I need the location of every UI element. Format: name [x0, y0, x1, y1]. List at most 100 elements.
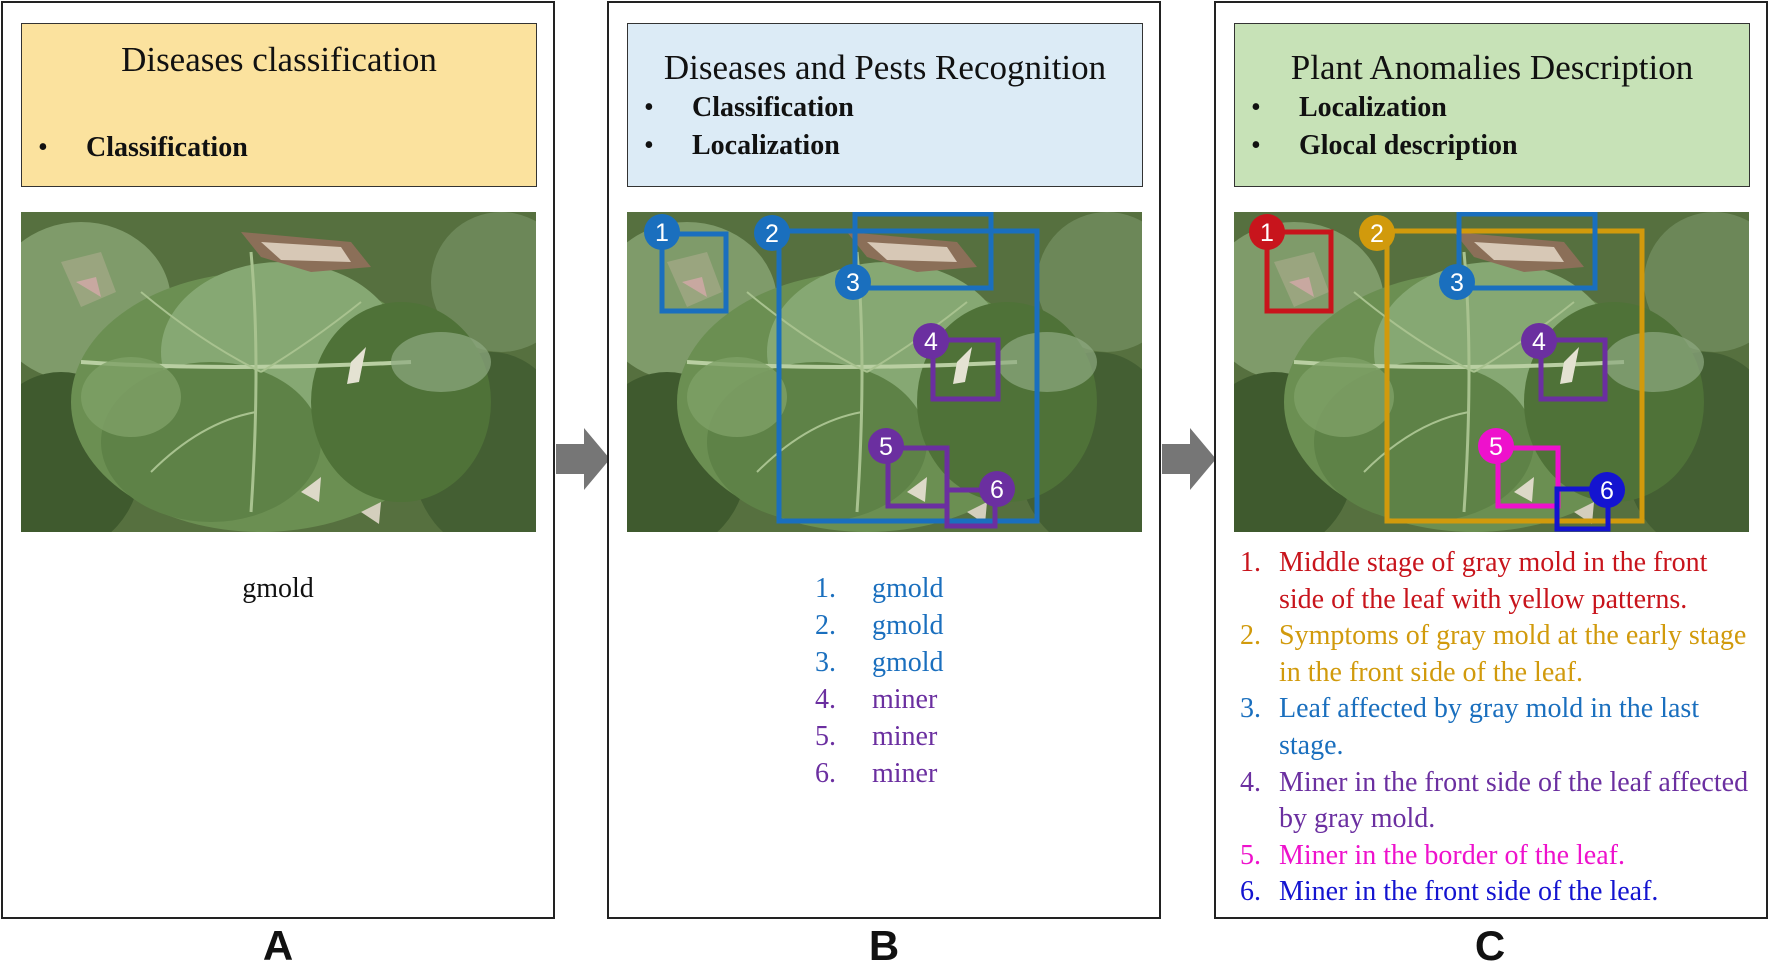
description-item: 5. Miner in the border of the leaf. — [1240, 838, 1756, 875]
description-box-6 — [1554, 486, 1611, 532]
panel-b: Diseases and Pests Recognition • Classif… — [607, 1, 1161, 919]
panel-c: Plant Anomalies Description • Localizati… — [1214, 1, 1768, 919]
panel-b-bullet-1: • Classification — [644, 92, 854, 124]
panel-c-label: C — [1474, 922, 1506, 969]
box-number-2: 2 — [765, 220, 779, 248]
box-number-6: 6 — [1600, 477, 1614, 505]
box-badge-2 — [1359, 215, 1395, 251]
list-number: 1. — [815, 573, 836, 604]
box-badge-5 — [868, 428, 904, 464]
description-box-3 — [1456, 212, 1598, 291]
description-box-4 — [1538, 337, 1608, 402]
description-number: 4. — [1240, 766, 1261, 798]
bullet-dot: • — [644, 92, 654, 123]
list-number: 2. — [815, 610, 836, 641]
description-item: 1. Middle stage of gray mold in the fron… — [1240, 545, 1756, 618]
panel-a-label: A — [262, 922, 294, 969]
description-box-2 — [1384, 228, 1645, 524]
description-item: 6. Miner in the front side of the leaf. — [1240, 874, 1756, 911]
panel-c-bullet-2: • Glocal description — [1251, 130, 1518, 162]
panel-b-class-list: 1. gmold 2. gmold 3. gmold 4. miner 5. m… — [815, 570, 1015, 800]
bullet-dot: • — [644, 130, 654, 161]
box-badge-6 — [1589, 472, 1625, 508]
box-number-4: 4 — [924, 328, 938, 356]
list-text: gmold — [872, 647, 944, 678]
box-badge-1 — [1249, 214, 1285, 250]
description-text: Miner in the border of the leaf. — [1279, 839, 1625, 871]
detection-box-1 — [659, 231, 729, 314]
description-item: 4. Miner in the front side of the leaf a… — [1240, 765, 1756, 838]
panel-c-header: Plant Anomalies Description • Localizati… — [1234, 23, 1750, 187]
detection-box-4 — [930, 337, 1001, 402]
panel-b-header: Diseases and Pests Recognition • Classif… — [627, 23, 1143, 187]
bullet-dot: • — [1251, 92, 1261, 123]
bullet-dot: • — [38, 132, 48, 163]
panel-a-title: Diseases classification — [121, 40, 437, 79]
panel-a-photo — [21, 212, 536, 532]
detection-box-6 — [944, 487, 998, 529]
detection-box-5 — [885, 445, 950, 509]
box-badge-3 — [1439, 264, 1475, 300]
list-text: miner — [872, 684, 938, 715]
list-text: gmold — [872, 610, 944, 641]
description-text: Symptoms of gray mold at the early stage… — [1279, 620, 1747, 688]
description-item: 3. Leaf affected by gray mold in the las… — [1240, 691, 1756, 764]
arrow-b-to-c-icon — [1162, 428, 1216, 490]
box-number-5: 5 — [879, 433, 893, 461]
box-badge-6 — [979, 471, 1015, 507]
leaf-photo: 1 2 3 4 5 6 — [1234, 212, 1749, 532]
description-number: 1. — [1240, 547, 1261, 578]
description-number: 2. — [1240, 620, 1261, 652]
bullet-label: Glocal description — [1299, 130, 1518, 161]
panel-b-bullet-2: • Localization — [644, 130, 840, 162]
box-number-2: 2 — [1370, 220, 1384, 248]
description-text: Middle stage of gray mold in the front s… — [1279, 547, 1708, 615]
panel-a-bullet-1: • Classification — [38, 132, 248, 164]
leaf-photo — [21, 212, 536, 532]
panel-b-photo: 1 2 3 4 5 6 — [627, 212, 1142, 532]
bullet-label: Classification — [692, 92, 854, 123]
list-text: gmold — [872, 573, 944, 604]
panel-a-header: Diseases classification • Classification — [21, 23, 537, 187]
box-number-3: 3 — [846, 269, 860, 297]
description-text: Miner in the front side of the leaf. — [1279, 876, 1659, 908]
detection-box-3 — [852, 212, 994, 291]
list-text: miner — [872, 721, 938, 752]
description-box-1 — [1264, 229, 1334, 314]
bullet-label: Classification — [86, 132, 248, 163]
description-number: 3. — [1240, 693, 1261, 725]
bullet-label: Localization — [692, 130, 840, 161]
panel-b-label: B — [868, 922, 900, 969]
arrow-a-to-b-icon — [556, 428, 610, 490]
box-badge-4 — [913, 323, 949, 359]
panel-b-title: Diseases and Pests Recognition — [663, 48, 1107, 87]
description-number: 6. — [1240, 876, 1261, 908]
box-number-1: 1 — [655, 219, 669, 247]
description-item: 2. Symptoms of gray mold at the early st… — [1240, 618, 1756, 691]
list-number: 5. — [815, 721, 836, 752]
panel-a-result: gmold — [242, 573, 314, 604]
detection-box-2 — [776, 228, 1040, 524]
box-badge-2 — [754, 215, 790, 251]
box-number-1: 1 — [1260, 219, 1274, 247]
panel-c-title: Plant Anomalies Description — [1290, 48, 1694, 87]
list-number: 3. — [815, 647, 836, 678]
box-badge-5 — [1478, 428, 1514, 464]
box-number-3: 3 — [1450, 269, 1464, 297]
panel-a: Diseases classification • Classification… — [1, 1, 555, 919]
box-number-4: 4 — [1532, 328, 1546, 356]
list-number: 6. — [815, 758, 836, 789]
panel-c-photo: 1 2 3 4 5 6 — [1234, 212, 1749, 532]
bullet-dot: • — [1251, 130, 1261, 161]
leaf-photo: 1 2 3 4 5 6 — [627, 212, 1142, 532]
box-badge-4 — [1521, 323, 1557, 359]
box-number-5: 5 — [1489, 433, 1503, 461]
description-number: 5. — [1240, 839, 1261, 871]
bullet-label: Localization — [1299, 92, 1447, 123]
description-text: Leaf affected by gray mold in the last s… — [1279, 693, 1700, 761]
description-text: Miner in the front side of the leaf affe… — [1279, 766, 1749, 835]
panel-c-bullet-1: • Localization — [1251, 92, 1447, 124]
box-badge-1 — [644, 214, 680, 250]
list-number: 4. — [815, 684, 836, 715]
list-text: miner — [872, 758, 938, 789]
